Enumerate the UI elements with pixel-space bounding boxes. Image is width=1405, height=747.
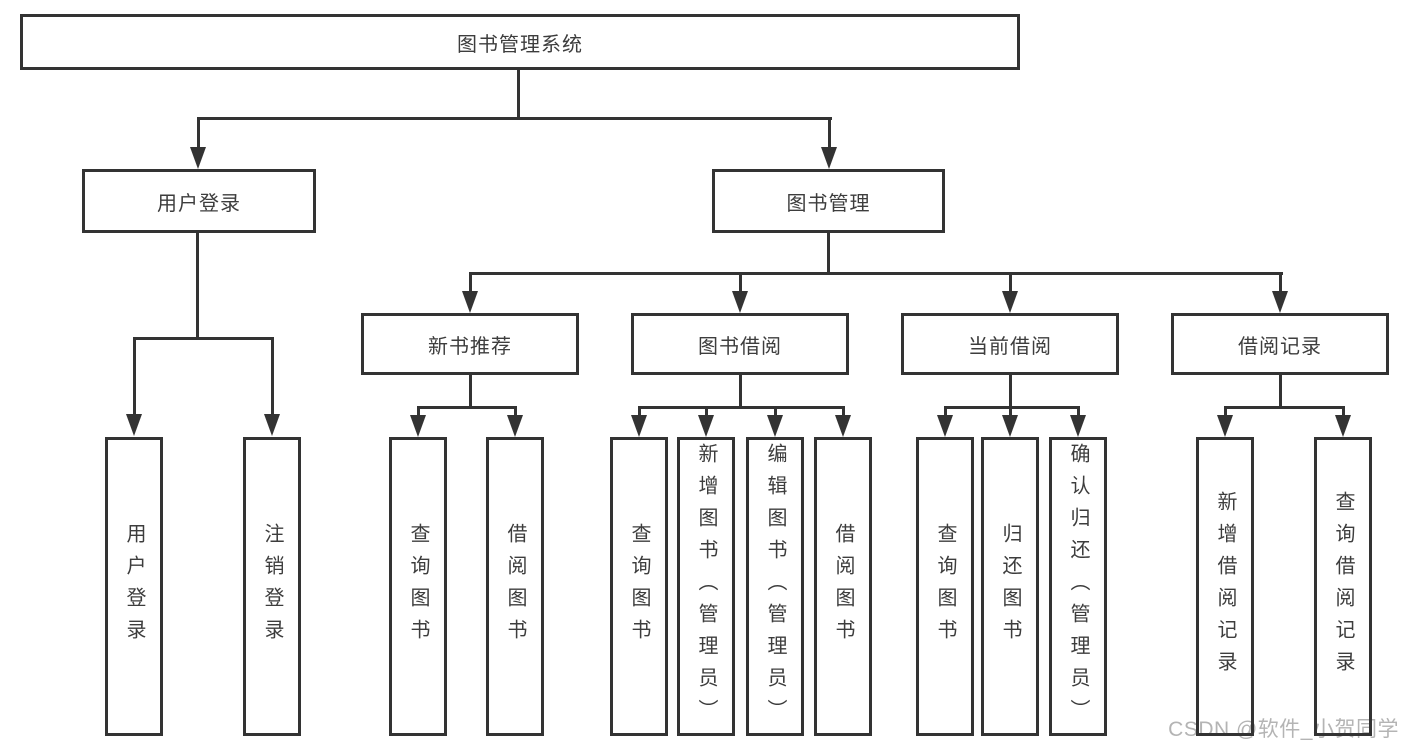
connector-line [197, 117, 200, 149]
connector-line [1279, 375, 1282, 409]
connector-line [1009, 406, 1012, 417]
node-book-borrow: 图书借阅 [631, 313, 849, 375]
connector-line [469, 375, 472, 409]
arrowhead-icon [507, 415, 523, 437]
arrowhead-icon [1335, 415, 1351, 437]
connector-line [1342, 406, 1345, 417]
connector-line [842, 406, 845, 417]
leaf-logout-label: 注销登录 [261, 522, 283, 651]
leaf-user-login-label: 用户登录 [123, 522, 145, 651]
connector-line [827, 233, 830, 275]
connector-line [271, 337, 274, 416]
leaf-confirm-return-admin: 确认归还（管理员） [1049, 437, 1107, 736]
leaf-return-books-label: 归还图书 [999, 522, 1021, 651]
node-user-login: 用户登录 [82, 169, 316, 233]
node-root-label: 图书管理系统 [457, 33, 583, 56]
arrowhead-icon [732, 291, 748, 313]
arrowhead-icon [631, 415, 647, 437]
connector-line [417, 406, 517, 409]
connector-line [133, 337, 274, 340]
connector-line [517, 68, 520, 120]
connector-line [196, 233, 199, 340]
leaf-query-books-recommend: 查询图书 [389, 437, 447, 736]
leaf-edit-books-admin: 编辑图书（管理员） [746, 437, 804, 736]
leaf-query-borrow-record: 查询借阅记录 [1314, 437, 1372, 736]
arrowhead-icon [1217, 415, 1233, 437]
connector-line [638, 406, 641, 417]
leaf-borrow-books: 借阅图书 [814, 437, 872, 736]
connector-line [417, 406, 420, 417]
connector-line [1077, 406, 1080, 417]
connector-line [739, 375, 742, 409]
arrowhead-icon [264, 414, 280, 436]
leaf-logout: 注销登录 [243, 437, 301, 736]
arrowhead-icon [1002, 415, 1018, 437]
connector-line [469, 272, 1283, 275]
leaf-return-books: 归还图书 [981, 437, 1039, 736]
connector-line [739, 272, 742, 293]
leaf-user-login: 用户登录 [105, 437, 163, 736]
connector-line [133, 337, 136, 416]
node-new-book-recommend-label: 新书推荐 [428, 335, 512, 358]
leaf-borrow-books-label: 借阅图书 [832, 522, 854, 651]
connector-line [638, 406, 845, 409]
node-book-management-label: 图书管理 [786, 192, 871, 215]
leaf-query-books-current-label: 查询图书 [934, 522, 956, 651]
arrowhead-icon [767, 415, 783, 437]
connector-line [828, 117, 831, 149]
node-book-management: 图书管理 [712, 169, 945, 233]
connector-line [1224, 406, 1345, 409]
connector-line [705, 406, 708, 417]
node-book-borrow-label: 图书借阅 [698, 335, 782, 358]
leaf-query-books-borrow: 查询图书 [610, 437, 668, 736]
node-current-borrow: 当前借阅 [901, 313, 1119, 375]
connector-line [1224, 406, 1227, 417]
connector-line [469, 272, 472, 293]
leaf-add-borrow-record-label: 新增借阅记录 [1214, 490, 1236, 683]
leaf-edit-books-admin-label: 编辑图书（管理员） [764, 442, 786, 731]
arrowhead-icon [410, 415, 426, 437]
node-user-login-label: 用户登录 [157, 192, 241, 215]
leaf-query-books-recommend-label: 查询图书 [407, 522, 429, 651]
arrowhead-icon [821, 147, 837, 169]
connector-line [197, 117, 832, 120]
arrowhead-icon [190, 147, 206, 169]
leaf-add-books-admin-label: 新增图书（管理员） [695, 442, 717, 731]
leaf-add-borrow-record: 新增借阅记录 [1196, 437, 1254, 736]
leaf-query-borrow-record-label: 查询借阅记录 [1332, 490, 1354, 683]
connector-line [774, 406, 777, 417]
arrowhead-icon [937, 415, 953, 437]
node-current-borrow-label: 当前借阅 [968, 335, 1052, 358]
connector-line [1009, 375, 1012, 409]
arrowhead-icon [1272, 291, 1288, 313]
connector-line [944, 406, 1080, 409]
leaf-borrow-books-recommend: 借阅图书 [486, 437, 544, 736]
leaf-query-books-current: 查询图书 [916, 437, 974, 736]
leaf-confirm-return-admin-label: 确认归还（管理员） [1067, 442, 1089, 731]
leaf-query-books-borrow-label: 查询图书 [628, 522, 650, 651]
node-new-book-recommend: 新书推荐 [361, 313, 579, 375]
arrowhead-icon [1002, 291, 1018, 313]
arrowhead-icon [1070, 415, 1086, 437]
node-borrow-records: 借阅记录 [1171, 313, 1389, 375]
arrowhead-icon [835, 415, 851, 437]
leaf-add-books-admin: 新增图书（管理员） [677, 437, 735, 736]
connector-line [944, 406, 947, 417]
node-borrow-records-label: 借阅记录 [1238, 335, 1322, 358]
connector-line [1279, 272, 1282, 293]
connector-line [1009, 272, 1012, 293]
node-root: 图书管理系统 [20, 14, 1020, 70]
arrowhead-icon [698, 415, 714, 437]
connector-line [514, 406, 517, 417]
arrowhead-icon [126, 414, 142, 436]
arrowhead-icon [462, 291, 478, 313]
leaf-borrow-books-recommend-label: 借阅图书 [504, 522, 526, 651]
